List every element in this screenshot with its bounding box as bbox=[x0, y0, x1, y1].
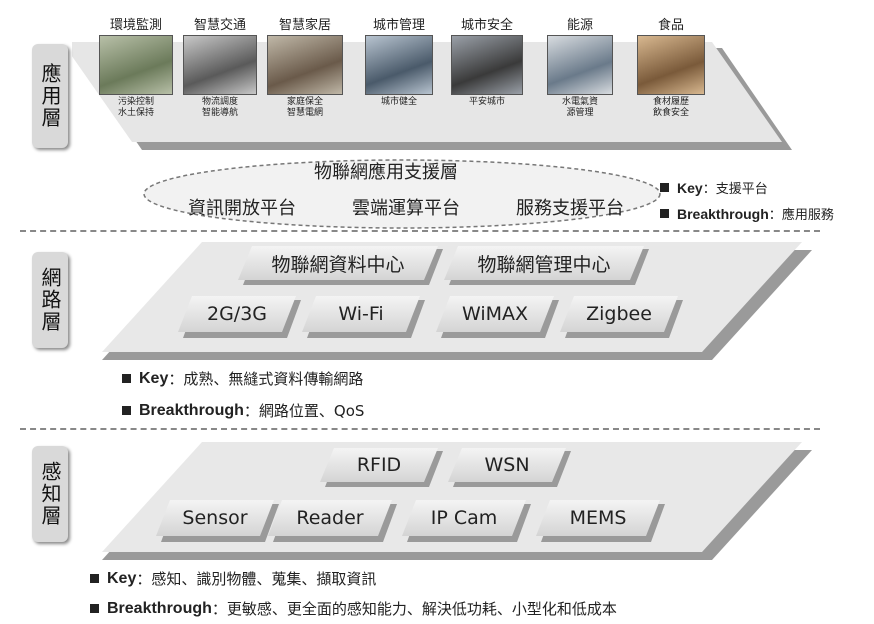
support-item-service-platform: 服務支援平台 bbox=[516, 198, 624, 219]
application-photo bbox=[451, 35, 523, 95]
sensing-layer-label: 感知層 bbox=[32, 446, 68, 542]
sensing-breakthrough: Breakthrough：更敏感、更全面的感知能力、解決低功耗、小型化和低成本 bbox=[90, 598, 617, 619]
support-ellipse bbox=[143, 159, 661, 229]
application-item-caption: 物流調度 智能導航 bbox=[201, 97, 238, 118]
application-item: 智慧家居家庭保全 智慧電網 bbox=[264, 14, 346, 119]
application-photo bbox=[267, 35, 343, 95]
sensing-tag-mems: MEMS bbox=[536, 500, 660, 536]
network-tag-wimax: WiMAX bbox=[436, 296, 554, 332]
sensing-tag-sensor: Sensor bbox=[156, 500, 274, 536]
application-item: 智慧交通物流調度 智能導航 bbox=[180, 14, 260, 119]
application-item-title: 城市管理 bbox=[372, 18, 425, 33]
application-photo bbox=[183, 35, 257, 95]
application-item-caption: 水電氣資 源管理 bbox=[561, 97, 598, 118]
application-item-title: 城市安全 bbox=[460, 18, 513, 33]
sensing-tag-reader: Reader bbox=[268, 500, 392, 536]
application-item: 城市管理城市健全 bbox=[362, 14, 436, 108]
network-management-center: 物聯網管理中心 bbox=[444, 246, 644, 280]
sensing-tag-ipcam: IP Cam bbox=[402, 500, 526, 536]
application-item: 城市安全平安城市 bbox=[448, 14, 526, 108]
network-data-center: 物聯網資料中心 bbox=[238, 246, 438, 280]
application-item-caption: 平安城市 bbox=[468, 97, 505, 107]
network-layer-label: 網路層 bbox=[32, 252, 68, 348]
application-item-caption: 城市健全 bbox=[380, 97, 417, 107]
application-photo bbox=[637, 35, 705, 95]
support-item-open-platform: 資訊開放平台 bbox=[188, 198, 296, 219]
support-layer-title: 物聯網應用支援層 bbox=[314, 162, 458, 183]
divider-application-network bbox=[20, 230, 820, 232]
sensing-tag-wsn: WSN bbox=[448, 448, 566, 482]
application-item-title: 能源 bbox=[566, 18, 593, 33]
application-breakthrough: Breakthrough：應用服務 bbox=[660, 204, 834, 223]
application-item-title: 環境監測 bbox=[109, 18, 162, 33]
application-item-title: 智慧交通 bbox=[193, 18, 246, 33]
application-item-title: 食品 bbox=[657, 18, 684, 33]
support-item-cloud-platform: 雲端運算平台 bbox=[352, 198, 460, 219]
application-item-caption: 污染控制 水土保持 bbox=[117, 97, 154, 118]
sensing-tag-rfid: RFID bbox=[320, 448, 438, 482]
network-tag-wifi: Wi-Fi bbox=[302, 296, 420, 332]
application-item-caption: 家庭保全 智慧電網 bbox=[286, 97, 323, 118]
application-photo bbox=[365, 35, 433, 95]
application-key: Key：支援平台 bbox=[660, 178, 768, 197]
application-photo bbox=[547, 35, 613, 95]
application-item-caption: 食材履歷 飲食安全 bbox=[652, 97, 689, 118]
diagram-frame: 應用層 環境監測污染控制 水土保持智慧交通物流調度 智能導航智慧家居家庭保全 智… bbox=[12, 6, 872, 622]
sensing-key: Key：感知、識別物體、蒐集、擷取資訊 bbox=[90, 568, 376, 589]
network-key: Key：成熟、無縫式資料傳輸網路 bbox=[122, 368, 363, 389]
application-item: 環境監測污染控制 水土保持 bbox=[96, 14, 176, 119]
application-layer-label: 應用層 bbox=[32, 44, 68, 148]
application-item-title: 智慧家居 bbox=[278, 18, 331, 33]
divider-network-sensing bbox=[20, 428, 820, 430]
network-breakthrough: Breakthrough：網路位置、QoS bbox=[122, 400, 364, 421]
application-item: 能源水電氣資 源管理 bbox=[544, 14, 616, 119]
application-photo bbox=[99, 35, 173, 95]
network-tag-zigbee: Zigbee bbox=[560, 296, 678, 332]
network-tag-2g3g: 2G/3G bbox=[178, 296, 296, 332]
application-item: 食品食材履歷 飲食安全 bbox=[634, 14, 708, 119]
